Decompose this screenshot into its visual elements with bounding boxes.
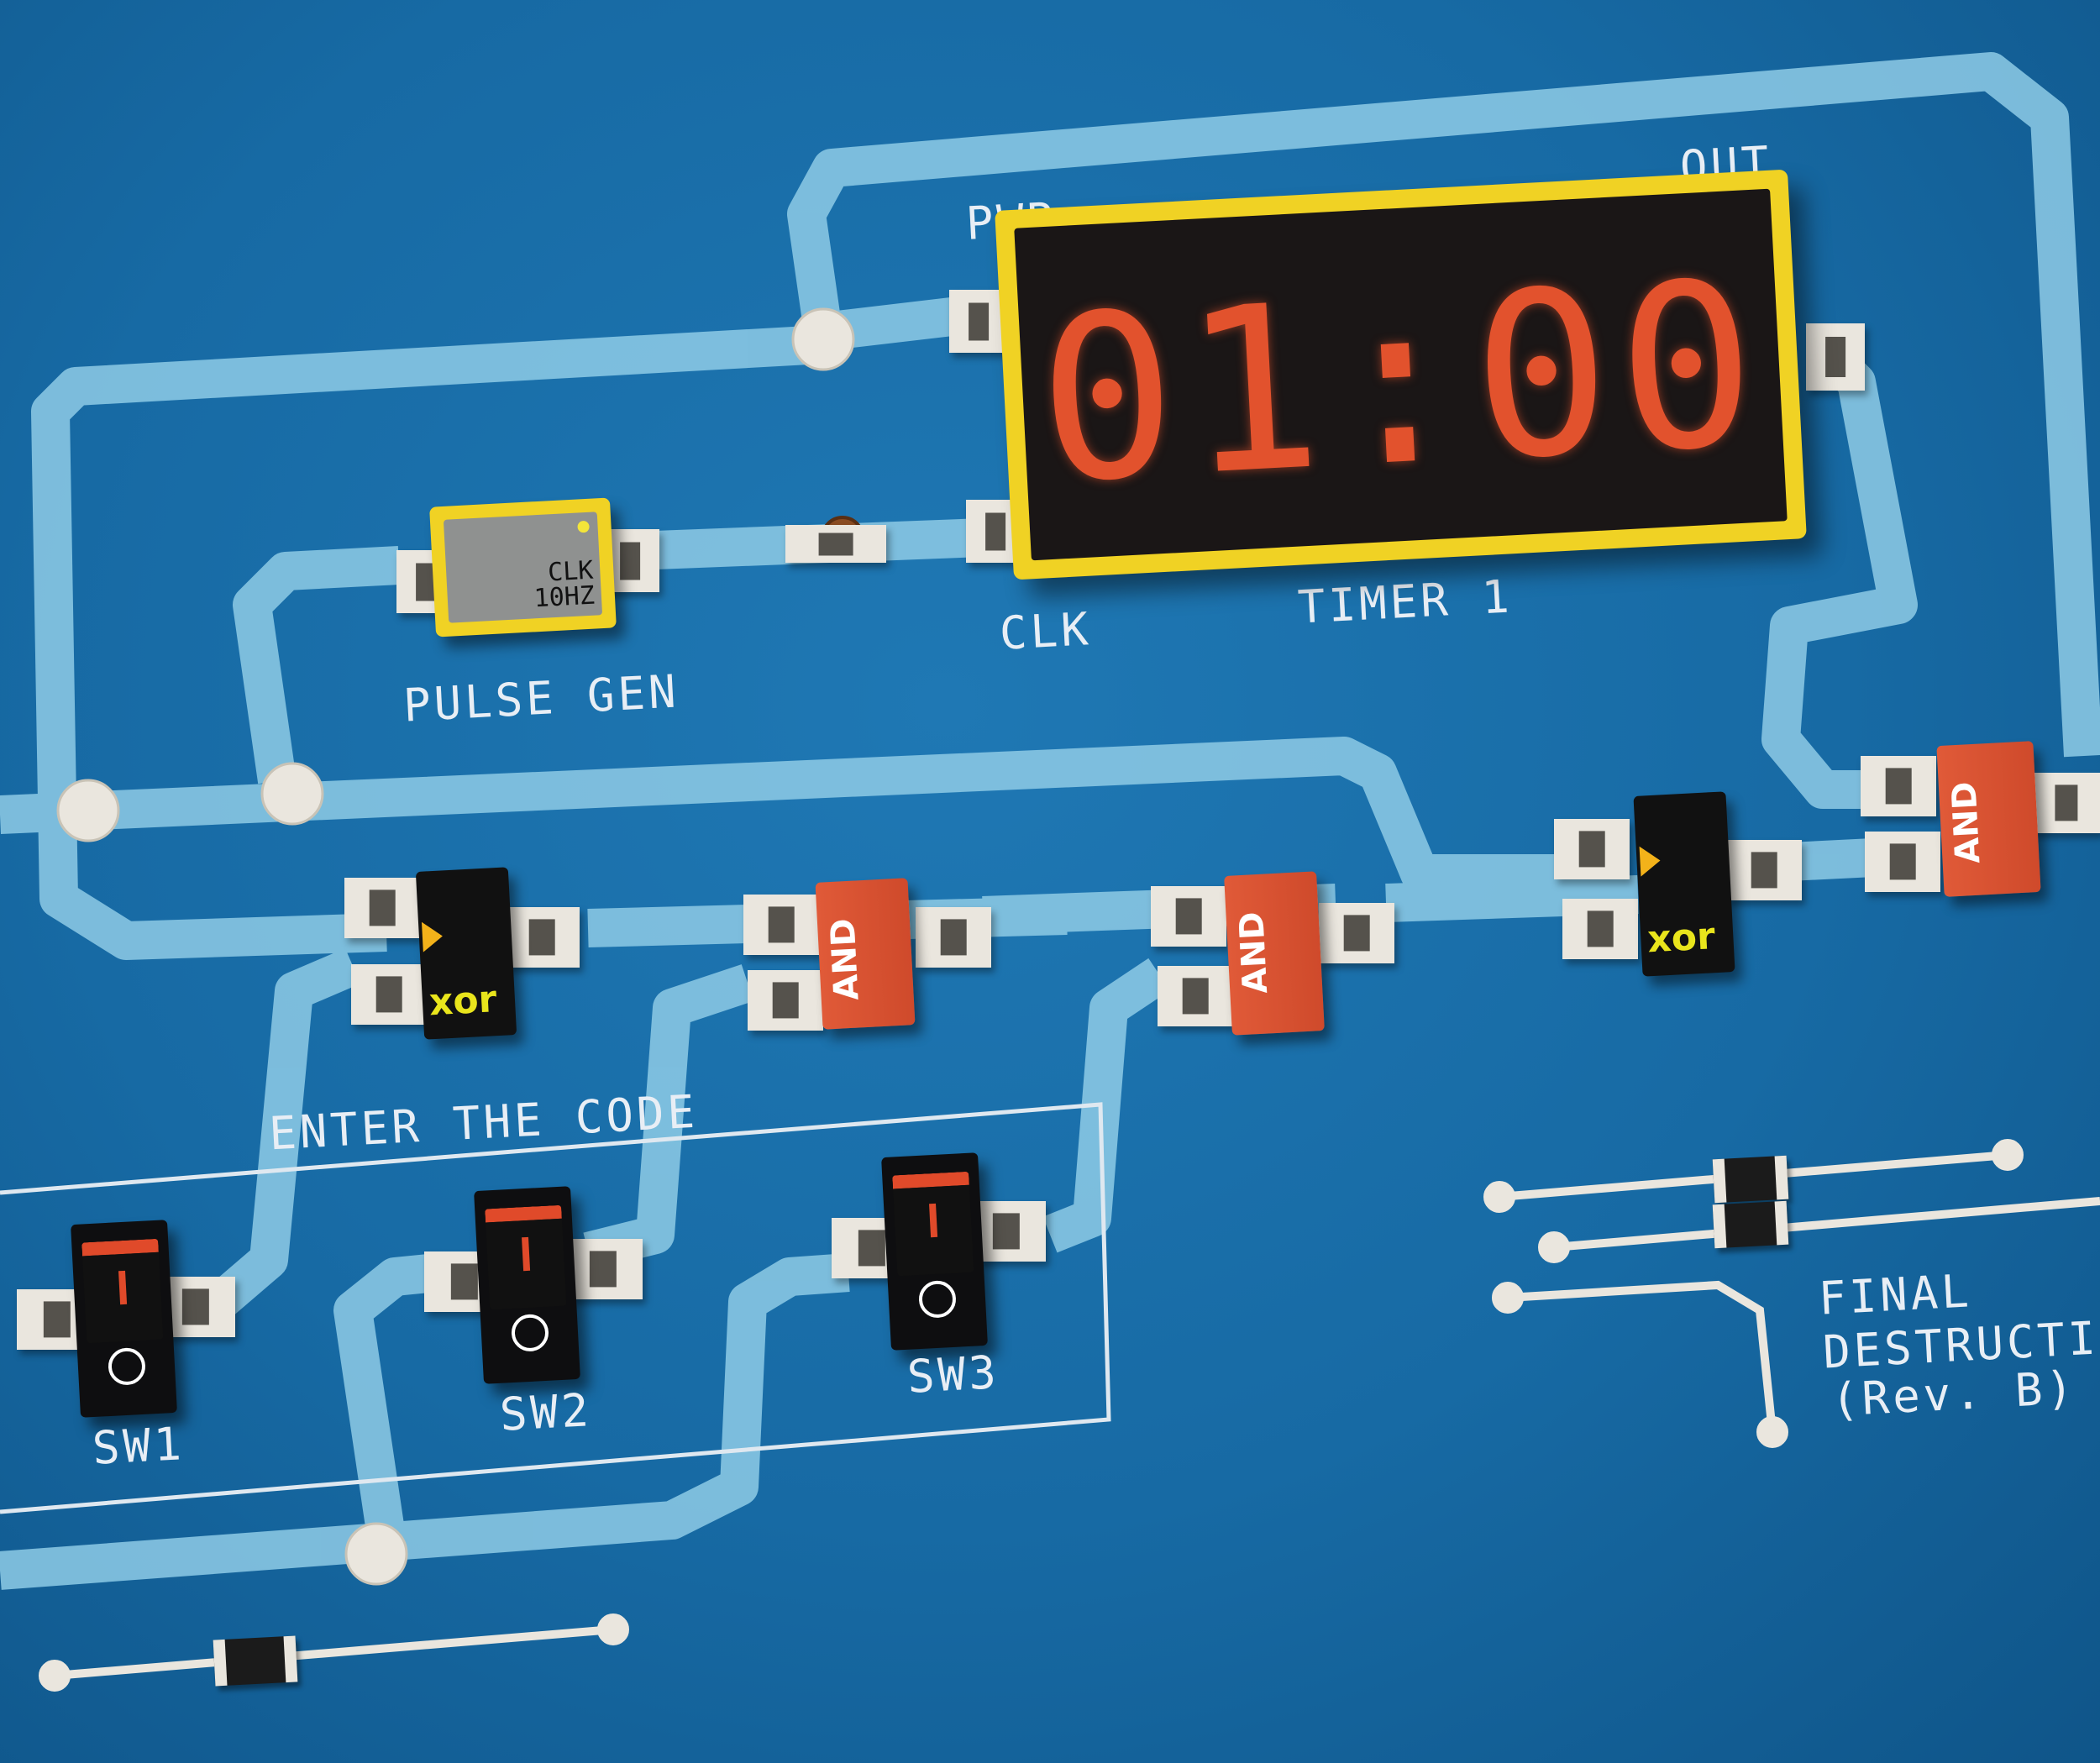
switch-sw2-rocker[interactable]: [485, 1204, 567, 1310]
off-mark-icon: [510, 1313, 549, 1353]
gate5-pad-out: [2033, 773, 2100, 833]
switch-sw3-label: SW3: [906, 1346, 1001, 1404]
gate3-pad-in1: [1151, 886, 1226, 947]
junction-pulse: [260, 762, 324, 826]
xor-gate-2-label: xor: [1646, 915, 1716, 962]
silk-line-4: [54, 1625, 614, 1680]
resistor-1: [1712, 1155, 1789, 1204]
led-pad: [785, 525, 886, 563]
xor-gate-1-label: xor: [428, 978, 498, 1025]
switch-sw2[interactable]: [474, 1186, 580, 1384]
timer-display: 01:00: [995, 169, 1807, 580]
gate1-pad-in2: [351, 964, 427, 1025]
pulse-gen-chip-text: CLK 10HZ: [533, 555, 596, 614]
pulse-led-icon: [577, 520, 590, 533]
trace-pulse-out: [233, 546, 401, 784]
trace-and2-xor2: [1385, 875, 1639, 922]
gate2-pad-out: [916, 907, 991, 968]
gate5-pad-in2: [1865, 832, 1940, 892]
silk-line-3: [1507, 1280, 1777, 1433]
and-gate-3: AND: [1936, 741, 2041, 897]
silk-line-2: [1553, 1197, 2100, 1251]
trace-left-loop: [31, 325, 825, 960]
gate4-pad-in2: [1562, 899, 1638, 959]
junction-pwr: [791, 307, 855, 371]
gate1-pad-in1: [344, 878, 420, 938]
trace-bottom: [0, 1253, 850, 1590]
switch-sw3[interactable]: [881, 1152, 988, 1351]
gate4-pad-in1: [1554, 819, 1630, 879]
trace-bus: [0, 737, 1562, 893]
clk-label: CLK: [998, 602, 1094, 660]
gate5-pad-in1: [1861, 756, 1936, 816]
resistor-2: [1712, 1200, 1789, 1249]
switch-sw1[interactable]: [71, 1220, 177, 1418]
board-title-line1: FINAL: [1817, 1264, 1974, 1325]
timer-pwr-pad: [949, 290, 1008, 353]
timer-digits: 01:00: [1032, 231, 1771, 534]
trace-bottom-2: [333, 1253, 439, 1540]
and-gate-3-label: AND: [1945, 780, 1988, 865]
xor-gate-1-icon: [421, 921, 444, 952]
off-mark-icon: [917, 1279, 957, 1320]
on-mark-icon: [928, 1203, 937, 1238]
trace-out-loop: [787, 52, 2100, 758]
xor-gate-2-icon: [1639, 845, 1662, 877]
xor-gate-1: xor: [415, 867, 517, 1040]
switch-sw1-rocker[interactable]: [81, 1238, 164, 1344]
junction-left: [56, 779, 120, 842]
gate3-pad-out: [1319, 903, 1394, 963]
and-gate-1: AND: [815, 878, 916, 1030]
resistor-3: [213, 1635, 298, 1687]
gate2-pad-in2: [748, 970, 823, 1031]
off-mark-icon: [107, 1346, 146, 1387]
gate4-pad-out: [1726, 840, 1802, 900]
timer-face: 01:00: [1014, 188, 1788, 561]
pulse-gen-chip: CLK 10HZ: [429, 497, 617, 638]
code-panel-border: [0, 1102, 1111, 1514]
timer-label: TIMER 1: [1296, 569, 1515, 634]
switch-sw3-rocker[interactable]: [892, 1171, 974, 1277]
and-gate-1-label: AND: [823, 917, 867, 1002]
and-gate-2-label: AND: [1232, 910, 1276, 995]
switch-sw1-label: SW1: [91, 1417, 186, 1475]
on-mark-icon: [521, 1236, 530, 1272]
switch-sw2-label: SW2: [498, 1383, 594, 1441]
gate2-pad-in1: [743, 895, 819, 955]
timer-out-pad: [1806, 323, 1865, 391]
pulse-gen-face: CLK 10HZ: [443, 512, 603, 623]
and-gate-2: AND: [1224, 871, 1325, 1036]
sw2-pad-right: [563, 1239, 643, 1299]
xor-gate-2: xor: [1633, 791, 1735, 977]
gate1-pad-out: [504, 907, 580, 968]
gate3-pad-in2: [1158, 966, 1233, 1026]
junction-bottom: [344, 1522, 408, 1586]
on-mark-icon: [118, 1270, 127, 1305]
